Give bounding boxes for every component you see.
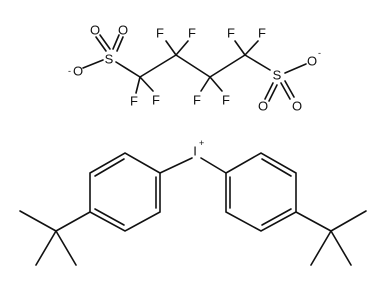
atom-s-right: S [273,68,282,83]
charge-minus-left: - [68,66,71,76]
atom-f-c1-right: F [152,93,160,108]
ring-left-double-2 [94,208,125,226]
bond-s1-o-top-b [99,34,111,50]
bond-c4-f-left [234,40,246,56]
atom-s-left: S [105,52,114,67]
bond-c2-f-right [175,40,189,56]
bond-tbu-left-methyl-down-right [55,230,77,266]
bond-c1-f-right [139,76,154,92]
atom-iodine: I [193,144,197,159]
bond-tbu-left-methyl-down-left [35,230,57,266]
bond-s1-o-top-a [95,36,107,52]
bond-c1-f-bottom [135,76,141,94]
bond-tbu-left-methyl-top [19,210,57,232]
bond-i-ring-right [200,157,227,174]
bond-tbu-right-methyl-down-right [330,230,352,266]
bond-s1-c1 [115,61,141,78]
bond-tbu-right-methyl-top [330,210,367,232]
ring-right-double-3 [261,158,292,177]
bond-ring-left-tbu [55,211,91,232]
bond-c3-c4 [209,54,246,78]
bond-c2-f-left [165,40,177,56]
charge-minus-right: - [318,48,321,58]
benzene-ring-right [225,152,297,232]
bond-s2-o-bottom-b [268,84,278,102]
atom-o-bottom-left: O [258,99,268,114]
bond-s2-o-right-a [280,82,291,100]
benzene-ring-left [89,152,161,232]
bond-c1-c2 [139,54,177,78]
bond-s1-o-minus [82,59,104,69]
atom-f-c4-right: F [258,26,266,41]
iodonium-cation: I + [19,138,367,266]
atom-f-c3-right: F [222,93,230,108]
bond-c3-f-left [200,76,211,92]
bond-s2-o-right-b [284,80,295,98]
charge-plus: + [199,138,204,148]
disulfonate-anion: O - O O S F F F F F F F F S O - O O [68,23,321,114]
atom-o-top-left: O [90,23,100,38]
bond-s1-o-right-a [112,34,120,50]
atom-f-c2-left: F [156,26,164,41]
bond-c4-f-right [244,40,259,56]
bond-s1-o-right-b [116,36,124,52]
bond-s2-o-bottom-a [264,82,274,100]
atom-f-c2-right: F [188,26,196,41]
bond-i-ring-left [159,157,193,174]
ring-right-double-2 [261,208,292,226]
atom-o-bottom-right: O [292,99,302,114]
atom-o-minus-left: O [73,64,83,79]
bond-c4-s2 [244,54,271,71]
bond-c2-c3 [175,54,211,78]
atom-o-top-right: O [118,23,128,38]
bond-c3-f-right [209,76,223,92]
bond-s2-o-minus [284,63,307,74]
atom-o-minus-right: O [307,54,317,69]
atom-f-c1-bottom: F [130,94,138,109]
bond-ring-right-tbu [295,211,332,232]
ring-left-double-3 [94,158,125,177]
atom-f-c3-left: F [193,93,201,108]
atom-f-c4-left: F [227,26,235,41]
bond-tbu-right-methyl-down-left [310,230,332,266]
